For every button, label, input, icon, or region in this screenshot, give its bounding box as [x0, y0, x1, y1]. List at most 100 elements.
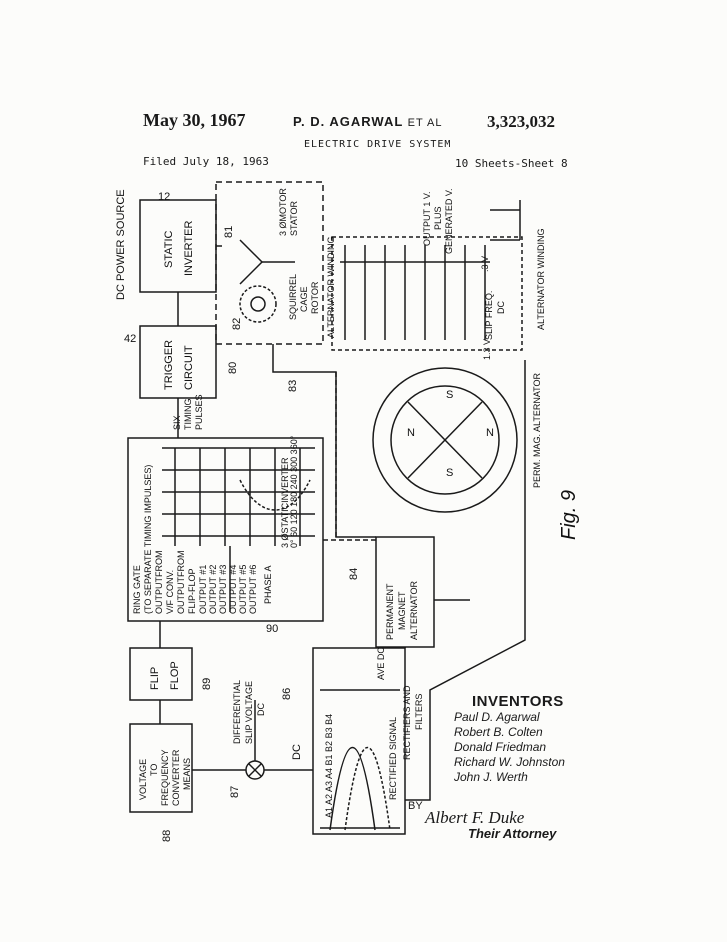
by-label: BY — [408, 800, 423, 812]
ring-gate-line1: RING GATE — [132, 565, 142, 614]
patent-date: May 30, 1967 — [143, 110, 246, 130]
perm-mag-alt: PERM. MAG. ALTERNATOR — [532, 372, 542, 488]
dc-label: DC — [291, 744, 303, 760]
inverter-ref: 12 — [158, 191, 170, 203]
inventor-name: P. D. AGARWAL — [293, 114, 404, 129]
flip-flop-box — [129, 647, 193, 701]
figure-label: Fig. 9 — [558, 490, 580, 540]
slip-freq-line2: DC — [496, 301, 506, 314]
trigger-line1: TRIGGER — [163, 340, 175, 390]
output-6: OUTPUT #6 — [248, 565, 258, 614]
vfc-ref: 88 — [161, 830, 173, 842]
patent-title: ELECTRIC DRIVE SYSTEM — [304, 139, 452, 150]
slip-freq-line1: SLIP FREQ. — [484, 291, 494, 340]
ave-dc: AVE DC — [376, 647, 386, 680]
stator-line2: STATOR — [289, 200, 299, 236]
rotor-line1: SQUIRREL — [288, 274, 298, 320]
pma-line1: PERMANENT — [385, 583, 395, 640]
rect-line2: RECTIFIERS AND — [402, 685, 412, 760]
pole-n-left: N — [407, 427, 415, 439]
rotor-line3: ROTOR — [310, 281, 320, 314]
vfc-line2: TO — [149, 764, 159, 776]
inverter-box — [139, 199, 217, 293]
dc-power-label: DC POWER SOURCE — [115, 189, 127, 300]
six-line1: SIX — [172, 415, 182, 430]
pole-s-bottom: S — [446, 467, 453, 479]
output-v-line1: OUTPUT 1 V. — [422, 191, 432, 246]
winding-box — [331, 236, 523, 351]
output-5: OUTPUT #5 — [238, 565, 248, 614]
inverter-line2: INVERTER — [183, 221, 195, 276]
volt-03: .3 V — [480, 256, 490, 272]
inventor-name: Paul D. Agarwal — [454, 710, 540, 724]
ref-87: 87 — [229, 786, 241, 798]
alt-winding-top: ALTERNATOR WINDING — [326, 236, 336, 338]
alternator-circle — [372, 367, 518, 513]
ref-86: 86 — [281, 688, 293, 700]
pma-line3: ALTERNATOR — [409, 580, 419, 640]
ring-gate-line2: (TO SEPARATE TIMING IMPULSES) — [143, 465, 153, 614]
degree-scale: 0° 60 120 180 240 300 360° — [289, 435, 299, 548]
six-line2: TIMING — [183, 399, 193, 431]
output-1: OUTPUT #1 — [198, 565, 208, 614]
trigger-box — [139, 325, 217, 399]
ref-83: 83 — [287, 380, 299, 392]
flip-ref: 89 — [201, 678, 213, 690]
output-2: OUTPUT #2 — [208, 565, 218, 614]
rotor-ref: 82 — [231, 318, 243, 330]
rect-line3: FILTERS — [414, 694, 424, 730]
alt-winding-right: ALTERNATOR WINDING — [536, 228, 546, 330]
pma-ref: 84 — [348, 568, 360, 580]
sheet-count: 10 Sheets-Sheet 8 — [455, 157, 568, 170]
inventor-name: John J. Werth — [454, 770, 528, 784]
inventors-heading: INVENTORS — [472, 693, 564, 710]
diff-line2: SLIP VOLTAGE — [244, 681, 254, 744]
static-inverter-label: 3 ØSTATICINVERTER — [280, 457, 290, 548]
vfc-line1: VOLTAGE — [138, 759, 148, 800]
et-al: ET AL — [407, 117, 443, 129]
six-line3: PULSES — [194, 394, 204, 430]
vfc-line4: CONVERTER — [171, 749, 181, 806]
stator-ref: 81 — [223, 226, 235, 238]
attorney-label: Their Attorney — [468, 826, 557, 841]
inventor-name: Richard W. Johnston — [454, 755, 565, 769]
ring-gate-line3: OUTPUTFROM — [154, 551, 164, 615]
output-4: OUTPUT #4 — [228, 565, 238, 614]
trigger-ref: 42 — [124, 333, 136, 345]
ring-gate-line6: FLIP-FLOP — [187, 568, 197, 614]
rect-line1: RECTIFIED SIGNAL — [388, 717, 398, 800]
filed-date: Filed July 18, 1963 — [143, 155, 269, 168]
phase-a: PHASE A — [263, 565, 273, 604]
diff-line3: DC — [256, 703, 266, 716]
ref-80: 80 — [227, 362, 239, 374]
ring-gate-line4: V/F CONV. — [165, 570, 175, 614]
pole-s-top: S — [446, 389, 453, 401]
inverter-line1: STATIC — [163, 230, 175, 268]
pma-line2: MAGNET — [397, 591, 407, 630]
pole-n-right: N — [486, 427, 494, 439]
attorney-signature: Albert F. Duke — [425, 808, 525, 827]
diff-line1: DIFFERENTIAL — [232, 680, 242, 744]
vfc-line5: MEANS — [182, 758, 192, 790]
vfc-line3: FREQUENCY — [160, 749, 170, 806]
flip-label: FLIP — [149, 667, 161, 690]
ref-90: 90 — [266, 623, 278, 635]
rotated-labels: DC POWER SOURCE 12 STATIC INVERTER 42 TR… — [115, 188, 580, 842]
inventor-name: Donald Friedman — [454, 740, 547, 754]
volt-13: 1.3 V — [482, 339, 492, 360]
vfc-box — [129, 723, 193, 813]
output-v-line3: GENERATED V. — [444, 188, 454, 254]
flop-label: FLOP — [169, 661, 181, 690]
output-v-line2: PLUS — [433, 206, 443, 230]
ring-gate-line5: OUTPUTFROM — [176, 551, 186, 615]
motor-box — [215, 181, 324, 345]
inventor-short: P. D. AGARWAL ET AL — [293, 114, 442, 129]
wave-labels: A1 A2 A3 A4 B1 B2 B3 B4 — [324, 714, 334, 818]
patent-number: 3,323,032 — [487, 112, 555, 131]
rectifier-box — [312, 647, 406, 835]
output-3: OUTPUT #3 — [218, 565, 228, 614]
stator-line1: 3 ØMOTOR — [278, 188, 288, 236]
rotor-line2: CAGE — [299, 286, 309, 312]
